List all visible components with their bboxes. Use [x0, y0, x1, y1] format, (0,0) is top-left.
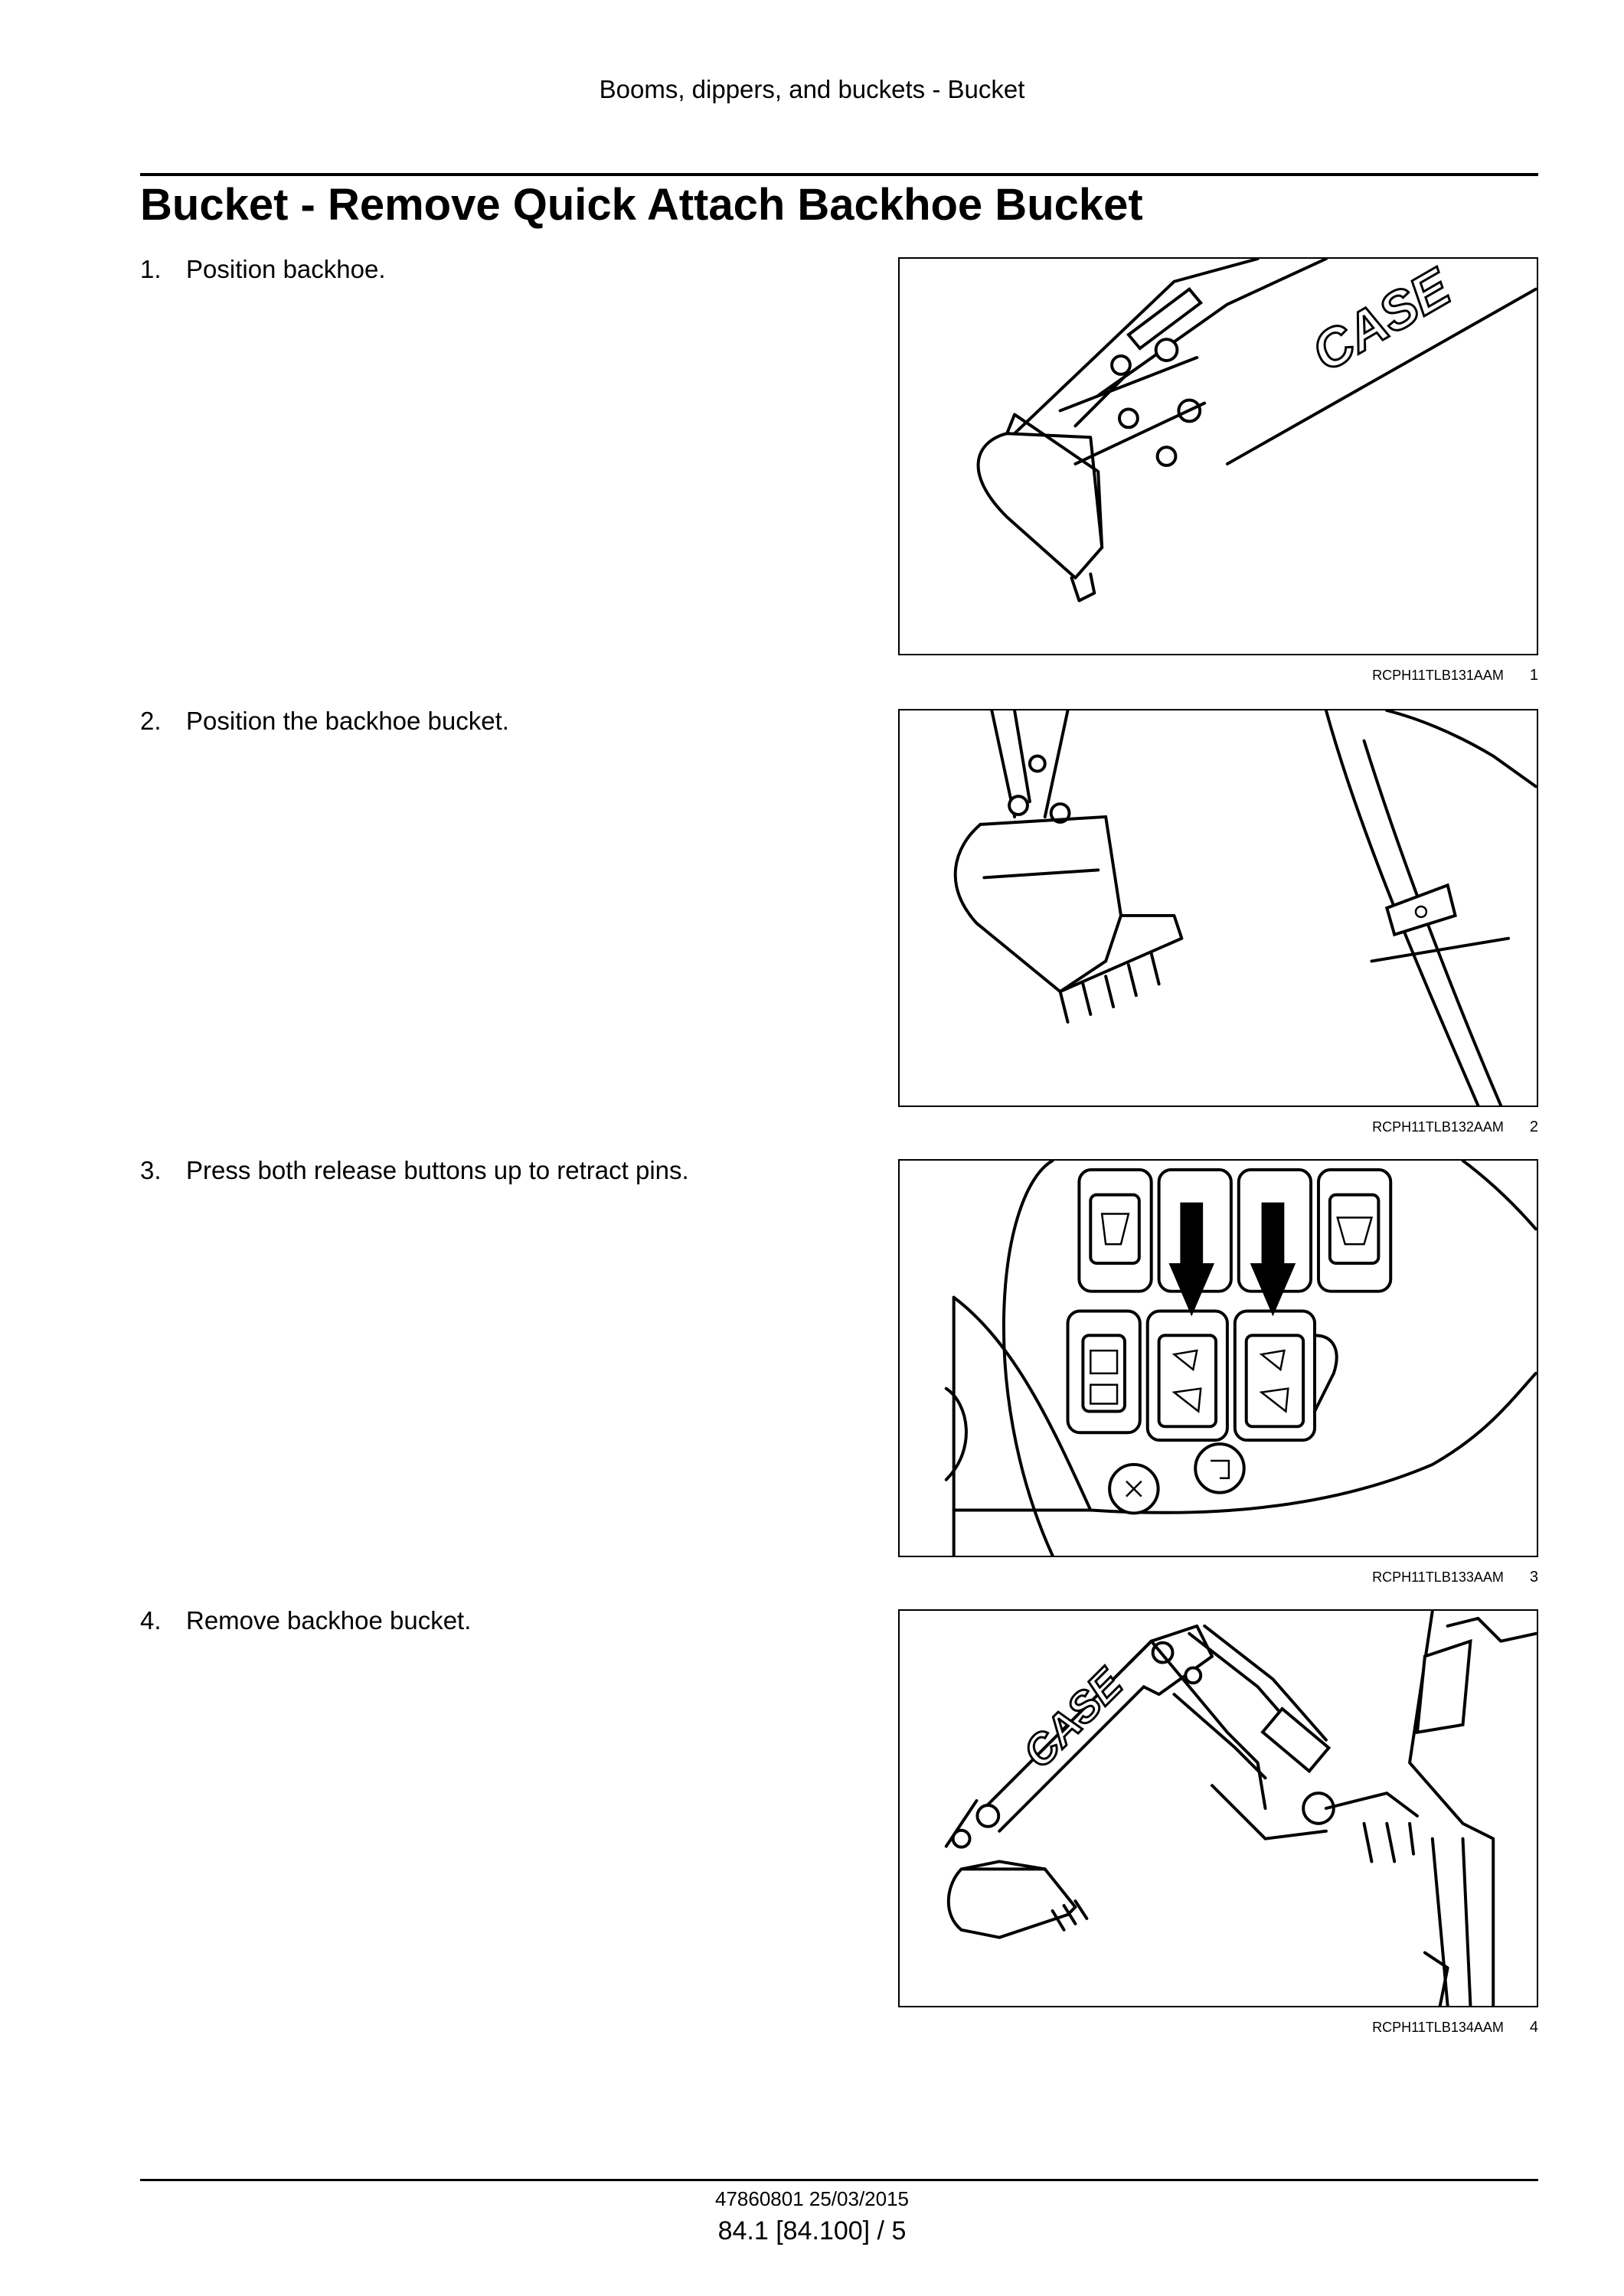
- figure-number: 2: [1529, 1119, 1538, 1135]
- figure-3-caption: RCPH11TLB133AAM 3: [898, 1569, 1538, 1586]
- footer-page-ref: 84.1 [84.100] / 5: [717, 2216, 907, 2245]
- figure-number: 4: [1529, 2019, 1538, 2036]
- figure-1-backhoe-arm: CASE: [898, 257, 1538, 655]
- figure-number: 3: [1529, 1569, 1538, 1586]
- step-number: 4.: [140, 1606, 162, 1635]
- running-head: Booms, dippers, and buckets - Bucket: [599, 75, 1025, 103]
- footer-doc-ref: 47860801 25/03/2015: [714, 2187, 910, 2210]
- step-3: 3. Press both release buttons up to retra…: [140, 1156, 689, 1185]
- figure-2-caption: RCPH11TLB132AAM 2: [898, 1119, 1538, 1136]
- figure-4-bucket-removed: CASE: [898, 1609, 1538, 2007]
- figure-4-caption: RCPH11TLB134AAM 4: [898, 2019, 1538, 2036]
- step-1: 1. Position backhoe.: [140, 255, 386, 284]
- figure-code: RCPH11TLB134AAM: [1372, 2020, 1504, 2035]
- step-4: 4. Remove backhoe bucket.: [140, 1606, 471, 1635]
- figure-3-release-buttons: [898, 1159, 1538, 1557]
- footer-rule: [140, 2179, 1538, 2181]
- step-text: Remove backhoe bucket.: [186, 1606, 472, 1635]
- header-rule: [140, 173, 1538, 176]
- step-text: Position the backhoe bucket.: [186, 707, 509, 735]
- figure-1-caption: RCPH11TLB131AAM 1: [898, 667, 1538, 684]
- step-text: Position backhoe.: [186, 255, 386, 283]
- page-title: Bucket - Remove Quick Attach Backhoe Buc…: [140, 180, 1143, 230]
- step-text: Press both release buttons up to retract…: [186, 1156, 689, 1184]
- figure-code: RCPH11TLB131AAM: [1372, 668, 1504, 683]
- figure-number: 1: [1529, 667, 1538, 684]
- figure-code: RCPH11TLB132AAM: [1372, 1119, 1504, 1135]
- step-number: 3.: [140, 1156, 162, 1184]
- figure-2-bucket-position: [898, 709, 1538, 1107]
- figure-code: RCPH11TLB133AAM: [1372, 1569, 1504, 1585]
- step-number: 2.: [140, 707, 162, 735]
- step-number: 1.: [140, 255, 162, 283]
- step-2: 2. Position the backhoe bucket.: [140, 707, 509, 736]
- case-logo-fig1: CASE: [1302, 259, 1461, 383]
